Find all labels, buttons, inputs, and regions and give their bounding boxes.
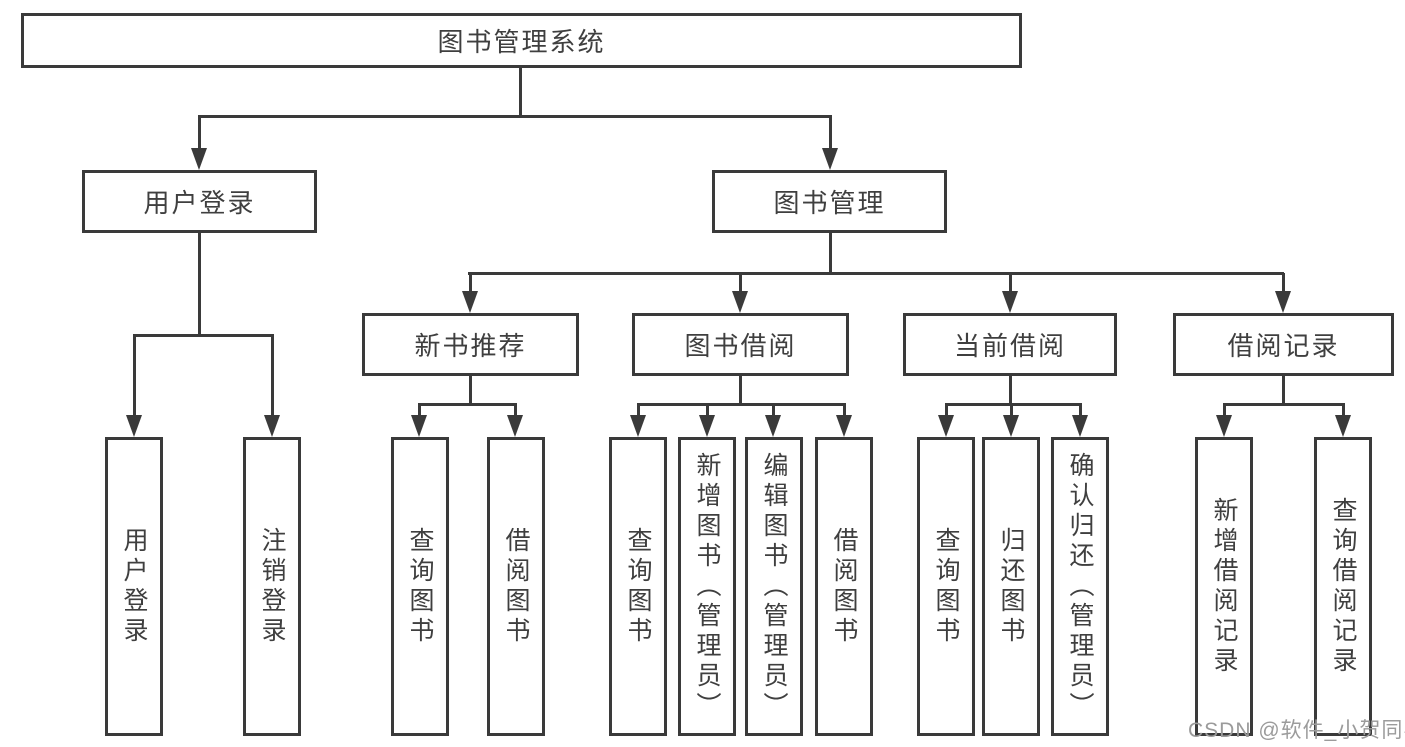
leaf-query-book-b-label: 查询图书 — [624, 526, 652, 647]
node-current-borrow-label: 当前借阅 — [953, 331, 1066, 361]
node-new-book-recommend: 新书推荐 — [362, 313, 579, 376]
node-book-management-label: 图书管理 — [773, 188, 886, 218]
leaf-return-book: 归还图书 — [982, 437, 1040, 736]
leaf-add-borrow-record-label: 新增借阅记录 — [1210, 496, 1238, 677]
arrow-to-leaf-query-book-b — [630, 404, 646, 437]
connector-borrow-records-rail — [1223, 403, 1345, 406]
node-new-book-recommend-label: 新书推荐 — [414, 331, 527, 361]
arrow-to-user-login — [191, 116, 207, 170]
leaf-query-borrow-record-label: 查询借阅记录 — [1329, 496, 1357, 677]
leaf-query-book-a-label: 查询图书 — [406, 526, 434, 647]
leaf-borrow-book-b-label: 借阅图书 — [830, 526, 858, 647]
arrow-to-leaf-borrow-book-b — [836, 404, 852, 437]
node-borrow-records-label: 借阅记录 — [1227, 331, 1340, 361]
node-user-login-label: 用户登录 — [143, 188, 256, 218]
arrow-to-leaf-user-login — [126, 335, 142, 437]
leaf-query-book-b: 查询图书 — [609, 437, 667, 736]
connector-current-borrow-stub — [1009, 375, 1012, 406]
connector-current-borrow-rail — [945, 403, 1082, 406]
node-book-management: 图书管理 — [712, 170, 947, 233]
leaf-confirm-return-admin: 确认归还（管理员） — [1051, 437, 1109, 736]
leaf-borrow-book-a-label: 借阅图书 — [502, 526, 530, 647]
node-borrow-records: 借阅记录 — [1173, 313, 1394, 376]
node-root-library-system: 图书管理系统 — [21, 13, 1022, 68]
node-user-login: 用户登录 — [82, 170, 317, 233]
leaf-borrow-book-a: 借阅图书 — [487, 437, 545, 736]
leaf-query-book-c: 查询图书 — [917, 437, 975, 736]
node-root-label: 图书管理系统 — [437, 27, 606, 57]
csdn-watermark: CSDN @软件_小贺同学 — [1188, 719, 1405, 742]
arrow-to-leaf-query-book-c — [938, 404, 954, 437]
leaf-query-book-a: 查询图书 — [391, 437, 449, 736]
arrow-to-book-borrow — [732, 273, 748, 313]
arrow-to-book-management — [822, 116, 838, 170]
leaf-edit-book-admin: 编辑图书（管理员） — [745, 437, 803, 736]
node-book-borrow-label: 图书借阅 — [684, 331, 797, 361]
arrow-to-leaf-logout — [264, 335, 280, 437]
node-book-borrow: 图书借阅 — [632, 313, 849, 376]
leaf-confirm-return-admin-label: 确认归还（管理员） — [1066, 451, 1094, 722]
connector-root-stub — [519, 67, 522, 118]
arrow-to-leaf-add-book — [699, 404, 715, 437]
leaf-add-borrow-record: 新增借阅记录 — [1195, 437, 1253, 736]
connector-level2-rail — [198, 115, 832, 118]
leaf-query-book-c-label: 查询图书 — [932, 526, 960, 647]
connector-book-management-stub — [829, 232, 832, 275]
leaf-add-book-admin-label: 新增图书（管理员） — [693, 451, 721, 722]
arrow-to-leaf-edit-book — [765, 404, 781, 437]
connector-user-login-rail — [133, 334, 274, 337]
leaf-borrow-book-b: 借阅图书 — [815, 437, 873, 736]
leaf-return-book-label: 归还图书 — [997, 526, 1025, 647]
connector-book-borrow-stub — [739, 375, 742, 406]
arrow-to-leaf-return-book — [1003, 404, 1019, 437]
leaf-user-login-label: 用户登录 — [120, 526, 148, 647]
connector-book-borrow-rail — [637, 403, 846, 406]
arrow-to-leaf-query-book-a — [411, 404, 427, 437]
node-current-borrow: 当前借阅 — [903, 313, 1117, 376]
leaf-add-book-admin: 新增图书（管理员） — [678, 437, 736, 736]
arrow-to-new-book-recommend — [462, 273, 478, 313]
arrow-to-current-borrow — [1002, 273, 1018, 313]
leaf-user-login: 用户登录 — [105, 437, 163, 736]
leaf-edit-book-admin-label: 编辑图书（管理员） — [760, 451, 788, 722]
arrow-to-leaf-query-borrow-record — [1335, 404, 1351, 437]
connector-level3-rail — [468, 272, 1284, 275]
leaf-logout: 注销登录 — [243, 437, 301, 736]
connector-borrow-records-stub — [1282, 375, 1285, 406]
connector-new-book-rail — [418, 403, 517, 406]
arrow-to-borrow-records — [1275, 273, 1291, 313]
connector-user-login-stub — [198, 232, 201, 336]
connector-new-book-stub — [469, 375, 472, 406]
leaf-logout-label: 注销登录 — [258, 526, 286, 647]
arrow-to-leaf-confirm-return — [1072, 404, 1088, 437]
arrow-to-leaf-add-borrow-record — [1216, 404, 1232, 437]
leaf-query-borrow-record: 查询借阅记录 — [1314, 437, 1372, 736]
arrow-to-leaf-borrow-book-a — [507, 404, 523, 437]
